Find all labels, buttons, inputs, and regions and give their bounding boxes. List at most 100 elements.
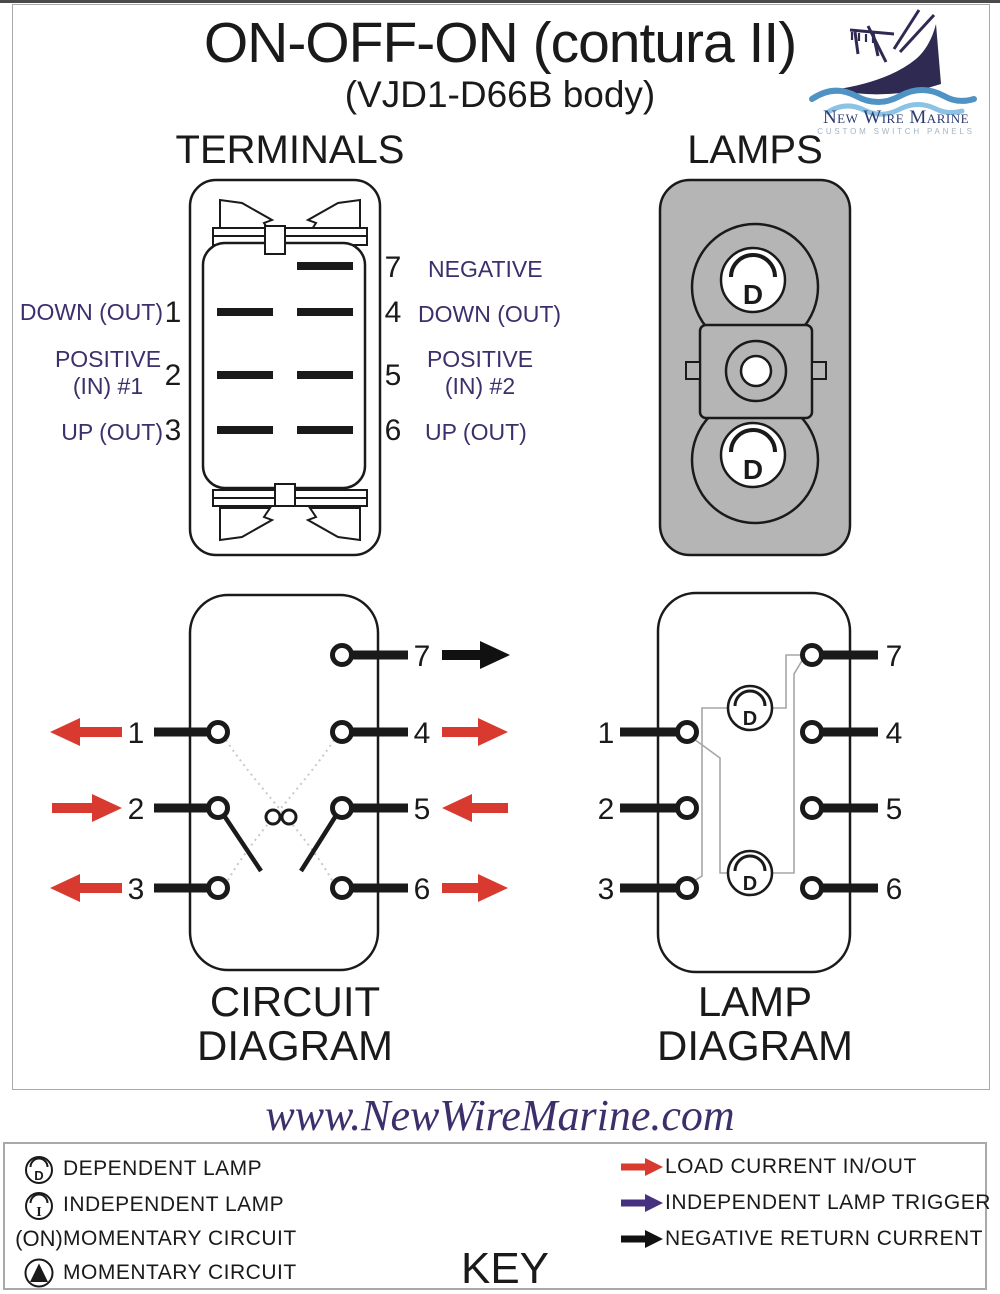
logo-brand-text: New Wire Marine (823, 107, 969, 128)
top-center-tab (264, 225, 286, 255)
terminal-number-1: 1 (165, 296, 182, 329)
top-edge-strip (0, 0, 1000, 3)
switch-inner-body (201, 241, 367, 490)
top-dependent-lamp-icon: D (726, 684, 774, 732)
circuit-number-4: 4 (414, 717, 431, 750)
independent-lamp-trigger-arrow-icon (617, 1190, 665, 1216)
terminal-number-6: 6 (385, 414, 402, 447)
circuit-body (188, 593, 380, 972)
negative-return-arrow-icon (617, 1226, 665, 1252)
independent-lamp-letter: I (36, 1205, 41, 1220)
terminal-number-2: 2 (165, 359, 182, 392)
label-terminal-2-line2: (IN) #1 (73, 373, 143, 399)
website-url: www.NewWireMarine.com (265, 1091, 735, 1140)
load-out-arrow-terminal-4 (442, 718, 508, 746)
main-diagram-panel (12, 4, 990, 1090)
terminal-function-labels: DOWN (OUT) POSITIVE (IN) #1 UP (OUT) NEG… (20, 256, 560, 445)
key-item-momentary-on: (ON) MOMENTARY CIRCUIT (15, 1224, 297, 1254)
label-terminal-1: DOWN (OUT) (20, 299, 163, 325)
lamp-number-2: 2 (598, 793, 615, 826)
load-in-arrow-terminal-2 (52, 794, 122, 822)
lamp-number-3: 3 (598, 873, 615, 906)
bottom-dependent-lamp-icon: D (719, 421, 787, 489)
key-item-independent-trigger: INDEPENDENT LAMP TRIGGER (617, 1188, 991, 1218)
circuit-number-2: 2 (128, 793, 145, 826)
lamp-caption-line2: DIAGRAM (656, 1022, 853, 1070)
independent-lamp-icon: I (15, 1189, 63, 1221)
lamp-diagram-figure: D D 7 1 4 2 5 3 6 (598, 591, 903, 974)
page-subtitle: (VJD1-D66B body) (344, 74, 656, 115)
terminal-leads (620, 650, 878, 893)
circuit-caption-line1: CIRCUIT (209, 978, 381, 1025)
circuit-terminal-numbers: 7 1 4 2 5 3 6 (128, 640, 431, 906)
key-label: NEGATIVE RETURN CURRENT (665, 1227, 983, 1250)
label-terminal-5-line2: (IN) #2 (445, 373, 515, 399)
circuit-number-7: 7 (414, 640, 431, 673)
load-out-arrow-terminal-6 (442, 874, 508, 902)
key-heading: KEY (405, 1244, 605, 1294)
label-terminal-4: DOWN (OUT) (418, 301, 560, 327)
logo-tagline-text: CUSTOM SWITCH PANELS (817, 127, 975, 136)
dependent-lamp-icon: D (15, 1153, 63, 1185)
circuit-diagram-figure: 7 1 4 2 5 3 6 (50, 593, 510, 972)
terminal-number-5: 5 (385, 359, 402, 392)
label-terminal-5-line1: POSITIVE (427, 346, 533, 372)
terminals-figure: 7 1 4 2 5 3 6 DOWN (OUT) POSITIVE (IN) #… (20, 178, 560, 557)
circuit-diagram-caption: CIRCUIT DIAGRAM (115, 978, 475, 1070)
lamps-heading: LAMPS (687, 128, 823, 172)
top-dependent-lamp-icon: D (719, 246, 787, 314)
pivot-inner (739, 354, 773, 388)
lamp-number-5: 5 (886, 793, 903, 826)
key-item-dependent-lamp: D DEPENDENT LAMP (15, 1154, 262, 1184)
key-label: INDEPENDENT LAMP (63, 1193, 285, 1216)
terminal-leads (154, 650, 408, 893)
key-label: INDEPENDENT LAMP TRIGGER (665, 1191, 991, 1214)
lamp-diagram-body (656, 591, 852, 974)
negative-return-arrow-terminal-7 (442, 641, 510, 669)
right-tab (811, 361, 827, 380)
lamp-number-1: 1 (598, 717, 615, 750)
new-wire-marine-logo: New Wire Marine CUSTOM SWITCH PANELS (809, 9, 977, 136)
left-tab (685, 361, 701, 380)
circuit-number-3: 3 (128, 873, 145, 906)
rocker-contact-dot (280, 808, 298, 826)
load-in-arrow-terminal-5 (442, 794, 508, 822)
terminal-numbers: 7 1 4 2 5 3 6 (165, 251, 402, 447)
dependent-lamp-letter: D (743, 708, 757, 730)
key-item-negative-return: NEGATIVE RETURN CURRENT (617, 1224, 983, 1254)
dependent-lamp-letter: D (34, 1168, 43, 1183)
load-out-arrow-terminal-3 (50, 874, 122, 902)
lamp-diagram-caption: LAMP DIAGRAM (575, 979, 935, 1070)
label-terminal-7: NEGATIVE (428, 256, 543, 282)
key-label: MOMENTARY CIRCUIT (63, 1261, 297, 1284)
lamp-trigger-wires (693, 654, 804, 882)
key-label: LOAD CURRENT IN/OUT (665, 1155, 917, 1178)
dependent-lamp-letter: D (743, 454, 763, 485)
boat-icon (809, 9, 977, 117)
terminal-number-4: 4 (385, 296, 402, 329)
bottom-center-tab (274, 483, 296, 507)
label-terminal-6: UP (OUT) (425, 419, 527, 445)
key-label: MOMENTARY CIRCUIT (63, 1227, 297, 1250)
terminal-number-3: 3 (165, 414, 182, 447)
label-terminal-3: UP (OUT) (61, 419, 163, 445)
dependent-lamp-letter: D (743, 279, 763, 310)
circuit-caption-line2: DIAGRAM (196, 1022, 393, 1070)
lamp-terminal-numbers: 7 1 4 2 5 3 6 (598, 640, 903, 906)
terminal-bars (217, 262, 353, 434)
key-heading-text: KEY (456, 1244, 554, 1294)
key-panel: D DEPENDENT LAMP I INDEPENDENT LAMP (ON)… (3, 1142, 990, 1294)
key-item-load-current: LOAD CURRENT IN/OUT (617, 1152, 917, 1182)
key-label: DEPENDENT LAMP (63, 1157, 263, 1180)
terminal-number-7: 7 (385, 251, 402, 284)
lamp-number-7: 7 (886, 640, 903, 673)
circuit-number-1: 1 (128, 717, 145, 750)
dependent-lamp-letter: D (743, 873, 757, 895)
key-item-independent-lamp: I INDEPENDENT LAMP (15, 1190, 284, 1220)
label-terminal-2-line1: POSITIVE (55, 346, 161, 372)
load-out-arrow-terminal-1 (50, 718, 122, 746)
circuit-number-6: 6 (414, 873, 431, 906)
page-title: ON-OFF-ON (contura II) (203, 11, 797, 75)
lamps-figure: D D (658, 178, 852, 557)
